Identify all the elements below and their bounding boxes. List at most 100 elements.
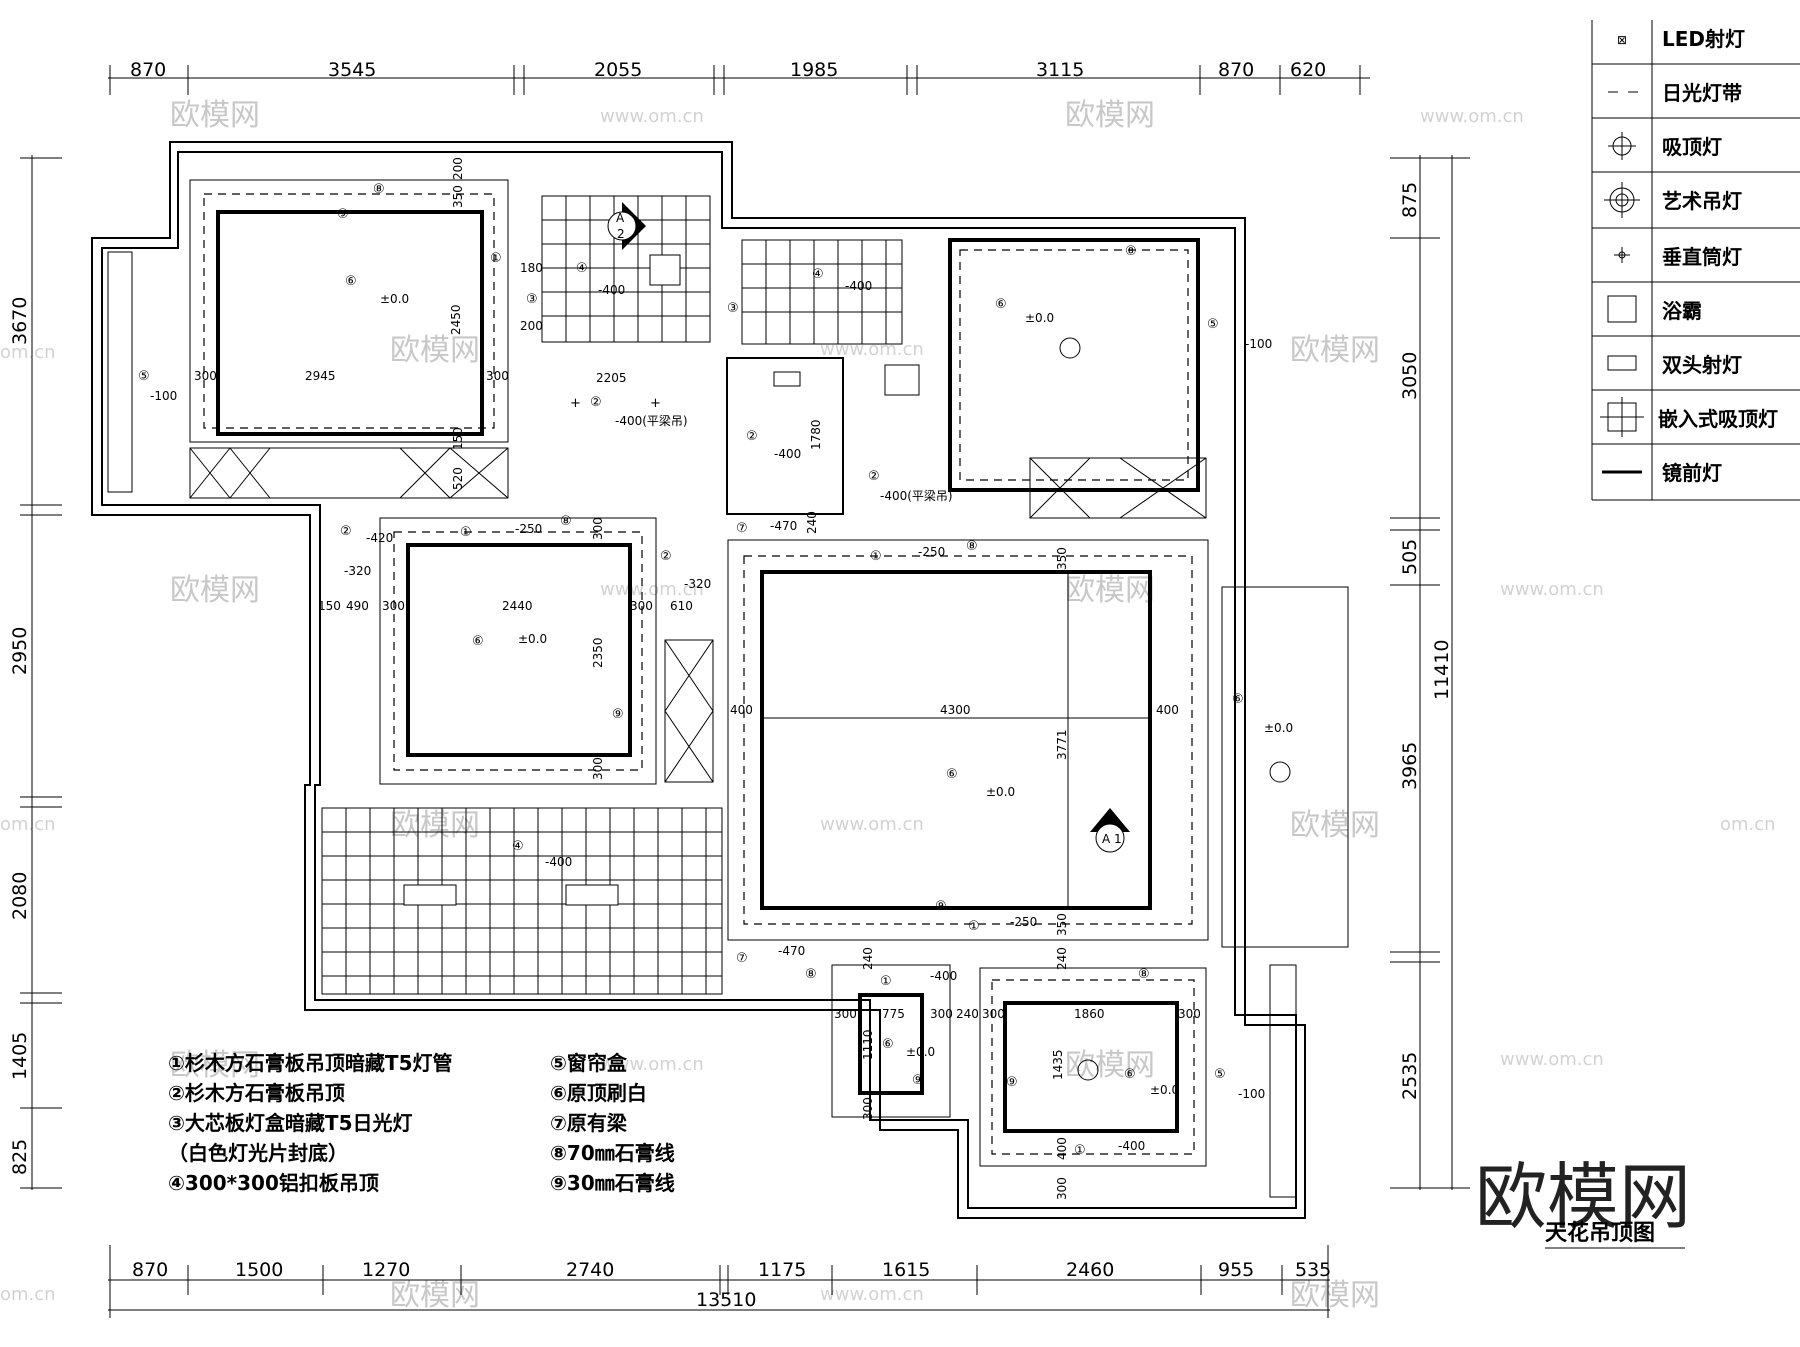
room-bathroom-small: 775 1110 300 300 240 300 ① -400 ⑥ ±0.0 ⑨ bbox=[831, 947, 957, 1120]
room-dim: 350 bbox=[451, 185, 465, 208]
dim-top: 870 bbox=[1218, 59, 1254, 81]
mark: ⑧ bbox=[805, 967, 817, 982]
note: ⑧70㎜石膏线 bbox=[550, 1141, 675, 1165]
level: -100 bbox=[150, 389, 177, 403]
level: -250 bbox=[918, 545, 945, 559]
level: -420 bbox=[366, 531, 393, 545]
mark: ③ bbox=[727, 301, 739, 316]
dim-bottom: 1500 bbox=[235, 1259, 283, 1281]
level: -400 bbox=[845, 279, 872, 293]
mark: ② bbox=[340, 524, 352, 539]
level: -400 bbox=[930, 969, 957, 983]
watermark: 欧模网 bbox=[1290, 1278, 1380, 1313]
room-dim: 150 bbox=[451, 427, 465, 450]
notes: ①杉木方石膏板吊顶暗藏T5灯管 ②杉木方石膏板吊顶 ③大芯板灯盒暗藏T5日光灯 … bbox=[168, 1051, 675, 1195]
level: -400 bbox=[774, 447, 801, 461]
mark: ① bbox=[870, 549, 882, 564]
mark: ⑨ bbox=[612, 707, 624, 722]
section-number: 2 bbox=[617, 227, 625, 241]
top-dimension-chain: 870 3545 2055 1985 3115 870 620 bbox=[108, 59, 1370, 95]
watermark: 欧模网 bbox=[390, 333, 480, 368]
room-dim: 350 bbox=[1055, 913, 1069, 936]
mark: ② bbox=[660, 549, 672, 564]
ceiling-light-icon bbox=[1077, 1059, 1099, 1081]
room-dim: 300 bbox=[591, 517, 605, 540]
mark: ⑥ bbox=[345, 274, 357, 289]
watermark: 欧模网 bbox=[390, 808, 480, 843]
ceiling-light-icon bbox=[1269, 761, 1291, 783]
room-bedroom-middle-left: 2440 2350 300 300 610 150 490 300 300 ① … bbox=[318, 514, 714, 785]
note: ⑤窗帘盒 bbox=[550, 1051, 628, 1075]
level: ±0.0 bbox=[380, 292, 409, 306]
room-bedroom-bottom-right: 1860 1435 240 300 240 300 400 300 ⑧ ⑨ ⑥ … bbox=[956, 947, 1297, 1200]
dim-bottom: 1615 bbox=[882, 1259, 930, 1281]
mark: ⑥ bbox=[1232, 692, 1244, 707]
room-dining-tile: ④ -400 bbox=[321, 807, 723, 995]
dim-bottom: 870 bbox=[132, 1259, 168, 1281]
double-spotlight-icon bbox=[773, 371, 801, 387]
recessed-ceiling-light-icon bbox=[1600, 397, 1644, 437]
room-dim: 300 bbox=[982, 1007, 1005, 1021]
watermark-url: www.om.cn bbox=[600, 106, 704, 127]
dim-right: 2535 bbox=[1399, 1052, 1421, 1100]
level: -400 bbox=[545, 855, 572, 869]
watermark: 欧模网 bbox=[1065, 573, 1155, 608]
room-dim: 1110 bbox=[861, 1029, 875, 1060]
watermark-url: om.cn bbox=[1720, 814, 1776, 835]
mark: ⑨ bbox=[912, 1073, 924, 1088]
mark: ① bbox=[968, 919, 980, 934]
watermark: 欧模网 bbox=[390, 1278, 480, 1313]
room-dim: 300 bbox=[1178, 1007, 1201, 1021]
mark: ⑥ bbox=[946, 767, 958, 782]
tile-grid bbox=[742, 240, 902, 344]
dim-right: 3050 bbox=[1399, 352, 1421, 400]
legend-label: 双头射灯 bbox=[1662, 353, 1742, 377]
room-dim: 490 bbox=[346, 599, 369, 613]
room-dim: 240 bbox=[956, 1007, 979, 1021]
dim-bottom: 535 bbox=[1295, 1259, 1331, 1281]
mark: ⑥ bbox=[882, 1037, 894, 1052]
brand-logo: 欧模网 bbox=[1475, 1155, 1691, 1239]
watermark-url: www.om.cn bbox=[600, 579, 704, 600]
mark: ① bbox=[490, 251, 502, 266]
watermark: 欧模网 bbox=[1065, 1048, 1155, 1083]
note: ⑦原有梁 bbox=[550, 1111, 628, 1135]
level: ±0.0 bbox=[986, 785, 1015, 799]
downlight-icon: + bbox=[650, 396, 661, 411]
mark: ③ bbox=[526, 292, 538, 307]
watermark: 欧模网 bbox=[1290, 808, 1380, 843]
note: （白色灯光片封底） bbox=[168, 1141, 348, 1165]
dim-right: 875 bbox=[1399, 182, 1421, 218]
level: -470 bbox=[778, 944, 805, 958]
level: ±0.0 bbox=[1150, 1083, 1179, 1097]
watermark-url: www.om.cn bbox=[600, 1054, 704, 1075]
watermark: 欧模网 bbox=[170, 98, 260, 133]
room-bedroom-top-left: 2945 2450 300 300 200 350 180 200 520 15… bbox=[189, 157, 543, 499]
mark: ① bbox=[1074, 1143, 1086, 1158]
mark: ⑧ bbox=[1138, 967, 1150, 982]
watermark: 欧模网 bbox=[1065, 98, 1155, 133]
level: ±0.0 bbox=[906, 1045, 935, 1059]
level: ±0.0 bbox=[518, 632, 547, 646]
mark: ⑨ bbox=[935, 899, 947, 914]
section-marker: A 2 bbox=[607, 202, 646, 250]
led-spotlight-icon: ⊠ bbox=[1617, 33, 1627, 47]
room-dim: 300 bbox=[834, 1007, 857, 1021]
watermark-url: www.om.cn bbox=[820, 814, 924, 835]
room-bedroom-top-right: ⑧ ⑥ ±0.0 ⑤ -100 bbox=[948, 238, 1272, 519]
mark: ⑧ bbox=[373, 182, 385, 197]
legend-label: 镜前灯 bbox=[1662, 461, 1722, 485]
room-dim: 300 bbox=[861, 1097, 875, 1120]
mark: ⑦ bbox=[736, 951, 748, 966]
level: -400 bbox=[1118, 1139, 1145, 1153]
mark: ⑧ bbox=[560, 514, 572, 529]
mark: ④ bbox=[812, 267, 824, 282]
dim-top: 2055 bbox=[594, 59, 642, 81]
level: -400 bbox=[598, 283, 625, 297]
watermark-url: om.cn bbox=[0, 1284, 56, 1305]
mark: ⑤ bbox=[1214, 1067, 1226, 1082]
level: -470 bbox=[770, 519, 797, 533]
mark: ① bbox=[880, 974, 892, 989]
section-marker: A 1 bbox=[1090, 808, 1130, 853]
note: ⑥原顶刷白 bbox=[550, 1081, 647, 1105]
